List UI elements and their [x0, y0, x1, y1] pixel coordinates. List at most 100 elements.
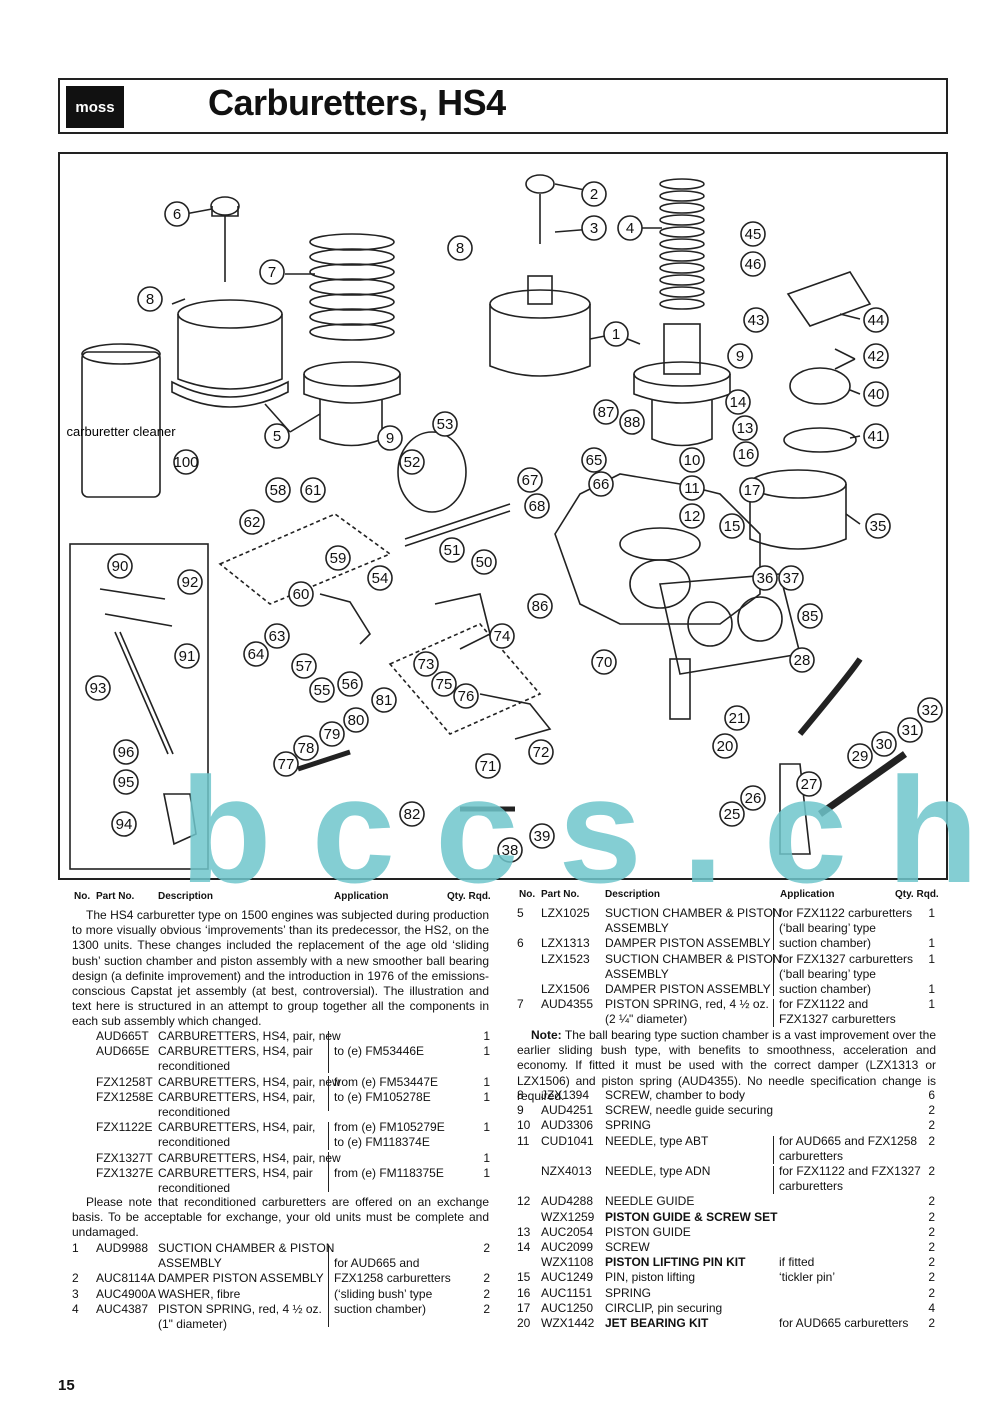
callout-number: 85 — [802, 608, 819, 625]
intro-paragraph: The HS4 carburetter type on 1500 engines… — [72, 908, 489, 1029]
cell-qty: 2 — [928, 1164, 935, 1178]
cell-desc: WASHER, fibre — [158, 1286, 241, 1301]
cell-no: 8 — [517, 1088, 524, 1102]
cell-part: AUC2054 — [541, 1224, 594, 1239]
callout-64 — [243, 641, 269, 667]
callout-number: 74 — [494, 628, 511, 645]
cell-no: 20 — [517, 1316, 531, 1330]
brace — [773, 954, 774, 996]
callout-number: 37 — [783, 570, 800, 587]
callout-78 — [293, 735, 319, 761]
note-label: Note: — [531, 1028, 562, 1042]
callout-55 — [309, 677, 335, 703]
callout-12 — [679, 503, 705, 529]
callout-number: 88 — [624, 414, 641, 431]
col-header-app: Application — [334, 891, 389, 902]
callout-20 — [712, 733, 738, 759]
callout-number: 82 — [404, 806, 421, 823]
col-header-qty: Qty. Rqd. — [447, 891, 491, 902]
cell-app: if fitted — [779, 1255, 815, 1270]
cell-qty: 1 — [483, 1089, 490, 1104]
cell-part: NZX4013 — [541, 1164, 592, 1178]
callout-number: 59 — [330, 550, 347, 567]
callout-number: 7 — [268, 264, 276, 281]
diagram-canvas: 6785910053525861625960545150636457555682… — [66, 174, 943, 870]
col-header-no: No. — [74, 891, 91, 902]
callout-58 — [265, 477, 291, 503]
callout-number: 91 — [179, 648, 196, 665]
callout-75 — [431, 671, 457, 697]
callout-number: 36 — [757, 570, 774, 587]
callout-56 — [337, 671, 363, 697]
cell-qty: 1 — [483, 1120, 490, 1135]
callout-number: 63 — [269, 628, 286, 645]
cell-qty: 2 — [928, 1240, 935, 1254]
callout-17 — [739, 477, 765, 503]
cell-desc: reconditioned — [158, 1181, 231, 1195]
cell-part: CUD1041 — [541, 1133, 594, 1148]
callout-51 — [439, 537, 465, 563]
cell-desc: PIN, piston lifting — [605, 1270, 696, 1285]
cell-part: FZX1122E — [96, 1120, 153, 1135]
cell-app: to (e) FM53446E — [334, 1044, 425, 1059]
cell-desc: reconditioned — [158, 1135, 231, 1150]
callout-number: 58 — [270, 482, 287, 499]
cell-desc: PISTON LIFTING PIN KIT — [605, 1255, 746, 1270]
callout-number: 31 — [902, 722, 919, 739]
callout-31 — [897, 717, 923, 743]
cell-desc: SPRING — [605, 1118, 652, 1133]
brace — [328, 1122, 329, 1150]
cell-desc: CIRCLIP, pin securing — [605, 1300, 723, 1315]
callout-number: 71 — [480, 758, 497, 775]
callout-number: 46 — [745, 256, 762, 273]
cell-desc: JET BEARING KIT — [605, 1316, 709, 1330]
cell-qty: 2 — [483, 1241, 490, 1255]
callout-number: 66 — [593, 476, 610, 493]
callout-82 — [399, 801, 425, 827]
callout-number: 100 — [173, 454, 198, 471]
callout-number: 67 — [522, 472, 539, 489]
cell-qty: 1 — [928, 982, 935, 996]
cell-app: for AUD665 and FZX1258 — [779, 1133, 918, 1148]
callout-number: 16 — [738, 446, 755, 463]
cell-qty: 2 — [928, 1133, 935, 1148]
brace — [773, 1166, 774, 1194]
cell-app: from (e) FM53447E — [334, 1074, 439, 1089]
callout-36 — [752, 565, 778, 591]
callout-number: 53 — [437, 416, 454, 433]
col-header-part-r: Part No. — [541, 889, 580, 900]
cell-desc: CARBURETTERS, HS4, pair, new — [158, 1029, 341, 1043]
callout-45 — [740, 221, 766, 247]
callout-number: 86 — [532, 598, 549, 615]
cell-app: for FZX1122 and FZX1327 — [779, 1164, 921, 1178]
moss-logo: moss — [66, 86, 124, 128]
callout-73 — [413, 651, 439, 677]
cell-qty: 1 — [928, 997, 935, 1012]
cell-app: (‘sliding bush’ type — [334, 1286, 433, 1301]
brace — [773, 908, 774, 950]
callout-29 — [847, 743, 873, 769]
cell-desc: DAMPER PISTON ASSEMBLY — [605, 982, 771, 996]
callout-92 — [177, 569, 203, 595]
col-header-desc-r: Description — [605, 889, 661, 900]
callout-61 — [300, 477, 326, 503]
cell-no: 10 — [517, 1118, 531, 1133]
callout-4 — [617, 215, 643, 241]
cell-part: AUD4251 — [541, 1103, 594, 1118]
callout-number: 55 — [314, 682, 331, 699]
callout-number: 9 — [386, 430, 394, 447]
cell-part: JZX1394 — [541, 1088, 590, 1102]
cell-app: from (e) FM118375E — [334, 1165, 444, 1180]
callout-number: 6 — [173, 206, 181, 223]
callout-3 — [581, 215, 607, 241]
callout-30 — [871, 731, 897, 757]
cell-qty: 2 — [928, 1209, 935, 1224]
cell-part: WZX1108 — [541, 1255, 594, 1270]
callout-number: 73 — [418, 656, 435, 673]
callout-67 — [517, 467, 543, 493]
callout-13 — [732, 415, 758, 441]
cell-app: carburetters — [779, 1179, 844, 1194]
callout-16 — [733, 441, 759, 467]
callout-number: 4 — [626, 220, 634, 237]
cell-no: 4 — [72, 1301, 79, 1316]
